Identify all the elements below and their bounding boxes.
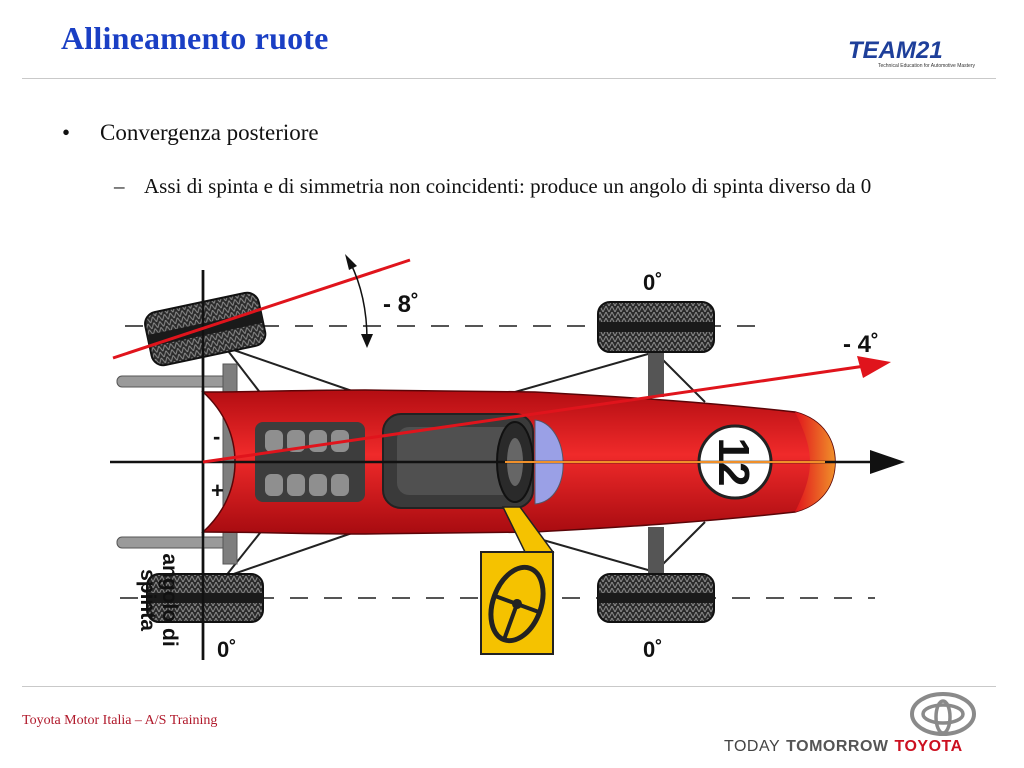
wheel-angle-line [112, 258, 411, 360]
bullet-level1-text: Convergenza posteriore [100, 120, 319, 145]
steering-wheel-icon [488, 564, 546, 644]
angle-thrust-label: - 4˚ [843, 331, 879, 358]
team21-logo-subtext: Technical Education for Automotive Maste… [878, 63, 975, 69]
front-left-upright [648, 347, 664, 397]
front-right-upright [648, 527, 664, 577]
thrust-angle-diagram: 12 - 8˚ - 4˚ 0˚ 0˚ 0˚ angolo di spinta -… [110, 254, 905, 662]
thrust-angle-axis-label-2: spinta [136, 569, 159, 631]
wheel-rear-left [146, 573, 264, 623]
tagline-toyota: TOYOTA [894, 738, 963, 755]
minus-sign-label: - [213, 424, 220, 449]
footer-company: Toyota Motor Italia – A/S Training [22, 713, 218, 728]
wheel-front-right [597, 301, 715, 353]
angle-arc [349, 261, 368, 341]
tagline-today: TODAY [724, 738, 781, 755]
bullet-level2: – Assi di spinta e di simmetria non coin… [114, 168, 954, 204]
toyota-tagline: TODAY TOMORROW TOYOTA [724, 738, 963, 756]
bullet-level2-text: Assi di spinta e di simmetria non coinci… [144, 174, 872, 198]
symmetry-axis-arrowhead [870, 450, 905, 474]
tagline-tomorrow: TOMORROW [786, 738, 889, 755]
bullet-mark: • [62, 120, 71, 145]
slide-title: Allineamento ruote [61, 20, 329, 56]
team21-logo-text: TEAM21 [848, 37, 943, 64]
footer-divider [22, 686, 996, 687]
thrust-line-arrowhead [857, 356, 891, 378]
wheel-rear-right [597, 573, 715, 623]
toyota-emblem-icon [910, 692, 976, 736]
angle-front-left-label: - 8˚ [383, 291, 419, 318]
zero-top-right-label: 0˚ [643, 270, 663, 295]
team21-logo: TEAM21 Technical Education for Automotiv… [848, 37, 975, 69]
angle-arc-arrowhead-bottom [361, 334, 373, 348]
angle-arc-arrowhead-top [345, 254, 357, 270]
thrust-angle-axis-label-1: angolo di [158, 553, 181, 646]
bullet-level1: • Convergenza posteriore [62, 120, 319, 146]
zero-bottom-left-label: 0˚ [217, 637, 237, 662]
bullet-dash: – [114, 174, 125, 198]
plus-sign-label: + [211, 478, 224, 503]
thrust-line [202, 364, 866, 464]
header-divider [22, 78, 996, 79]
zero-bottom-right-label: 0˚ [643, 637, 663, 662]
